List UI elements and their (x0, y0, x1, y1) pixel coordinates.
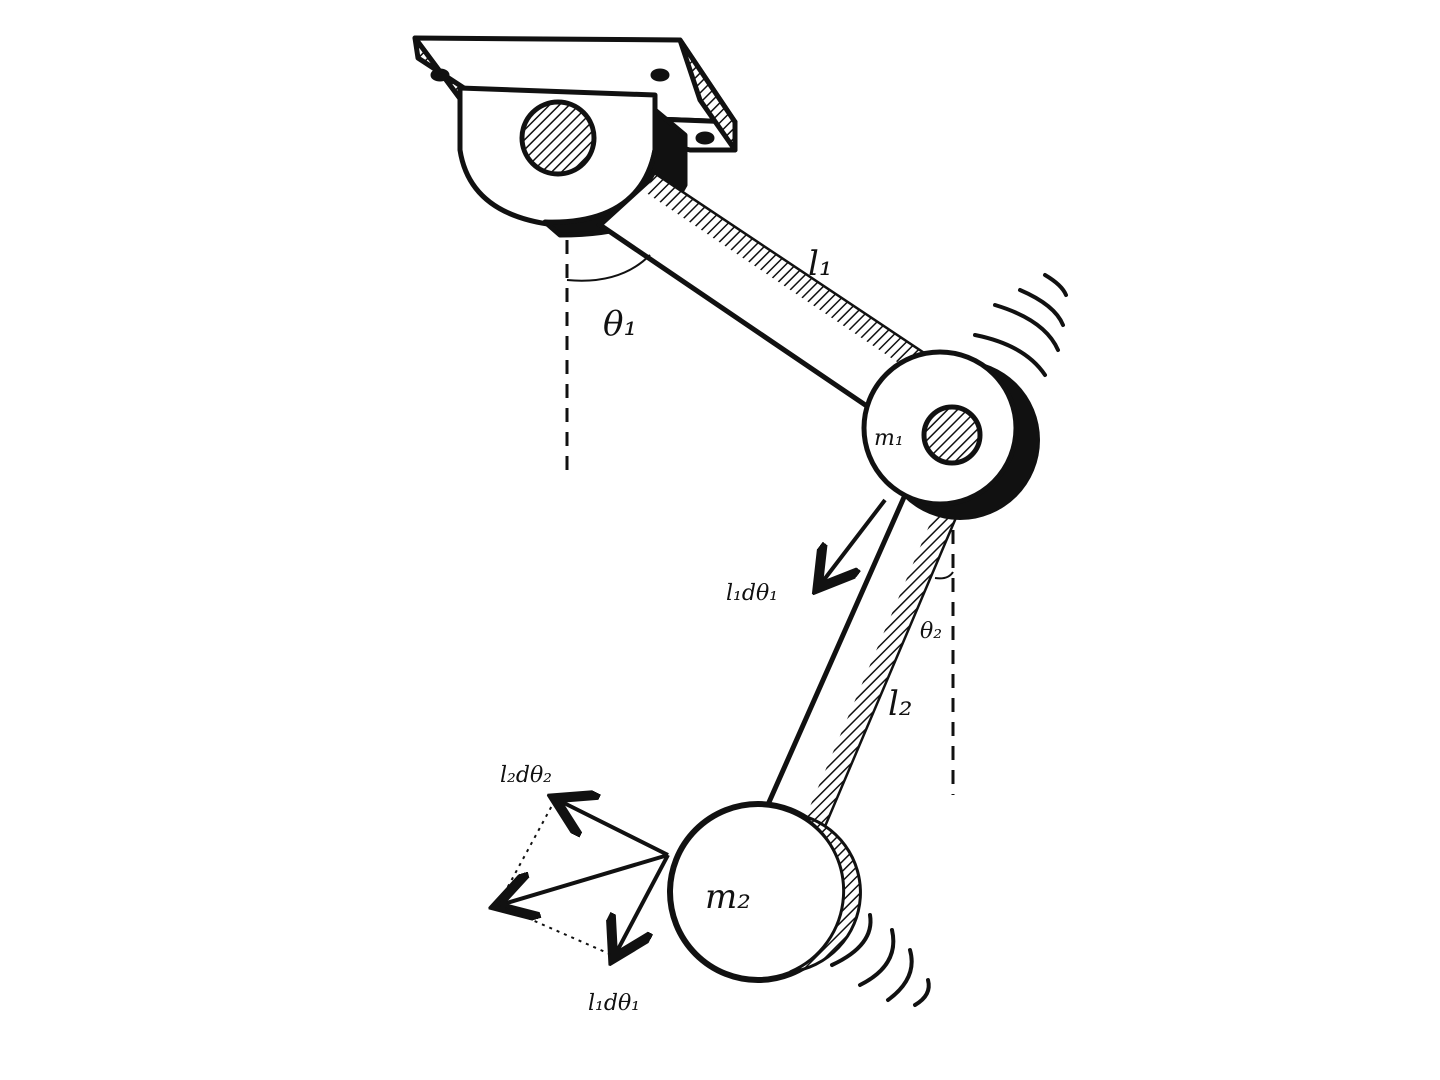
label-theta2: θ₂ (920, 619, 942, 644)
velocity-arrow-m1 (820, 498, 887, 585)
label-l2-dtheta2: l₂dθ₂ (500, 763, 552, 788)
arm-2 (758, 492, 964, 839)
mass-2 (667, 801, 862, 983)
pivot-1 (519, 99, 597, 177)
angle-arc-1 (566, 254, 651, 282)
motion-lines-1 (973, 273, 1068, 377)
label-m2: m₂ (705, 877, 751, 917)
label-l1: l₁ (808, 244, 833, 284)
motion-lines-2 (830, 913, 931, 1007)
label-l1-dtheta1-lower: l₁dθ₁ (588, 991, 640, 1016)
angle-arc-2 (934, 571, 954, 580)
label-l1-dtheta1-upper: l₁dθ₁ (726, 581, 778, 606)
label-m1: m₁ (874, 426, 904, 451)
mass-1 (861, 349, 1040, 520)
arm-1 (595, 171, 929, 419)
velocity-vectors-m2 (498, 800, 670, 955)
label-l2: l₂ (888, 684, 913, 724)
label-theta1: θ₁ (603, 304, 637, 344)
